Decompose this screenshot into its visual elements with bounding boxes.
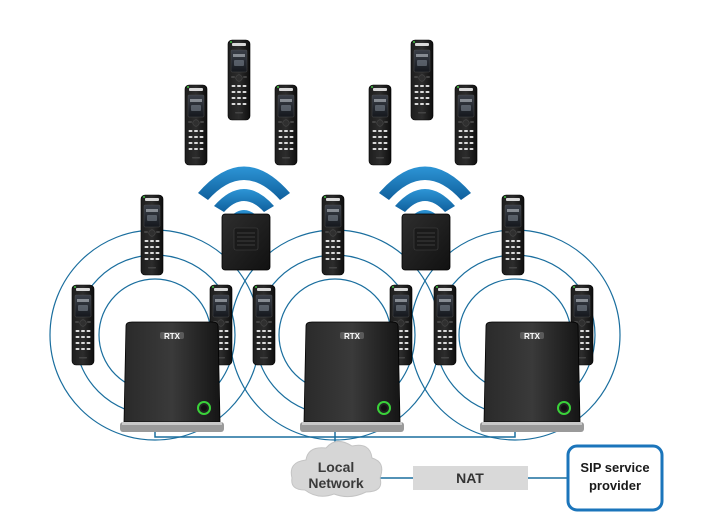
sip-label-line2: provider — [589, 478, 641, 493]
local-network-label-line2: Network — [308, 475, 363, 491]
nat-box: NAT — [413, 466, 528, 490]
base-logo: RTX — [524, 332, 541, 341]
base-logo: RTX — [164, 332, 181, 341]
handset — [252, 284, 276, 366]
sip-label-line1: SIP service — [580, 460, 649, 475]
base-logo: RTX — [344, 332, 361, 341]
handset — [368, 84, 392, 166]
nat-label: NAT — [456, 470, 484, 486]
handset — [433, 284, 457, 366]
base-station-2: RTX — [299, 321, 405, 433]
handset — [454, 84, 478, 166]
handset — [501, 194, 525, 276]
handset — [140, 194, 164, 276]
handsets — [71, 39, 594, 366]
handset — [321, 194, 345, 276]
repeater-right — [401, 213, 451, 271]
local-network-cloud: Local Network — [290, 441, 383, 498]
base-station-3: RTX — [479, 321, 585, 433]
base-station-1: RTX — [119, 321, 225, 433]
handset — [184, 84, 208, 166]
local-network-label-line1: Local — [318, 459, 355, 475]
handset — [227, 39, 251, 121]
handset — [410, 39, 434, 121]
repeater-left — [221, 213, 271, 271]
handset — [71, 284, 95, 366]
handset — [274, 84, 298, 166]
sip-provider-box: SIP service provider — [566, 444, 664, 512]
